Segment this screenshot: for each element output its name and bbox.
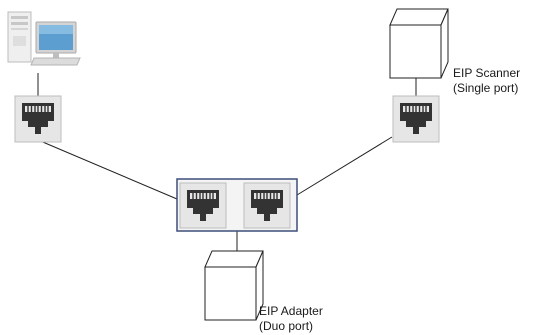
scanner-port-type: (Single port)	[453, 81, 519, 95]
scanner-name: EIP Scanner	[453, 66, 521, 80]
adapter-device-icon	[204, 250, 264, 321]
scanner-device-icon	[389, 8, 449, 79]
pc-icon	[7, 11, 81, 66]
link-scanner-port-to-duo	[296, 136, 393, 196]
duo-port-module	[176, 178, 298, 232]
link-pc-port-to-duo	[37, 139, 178, 200]
adapter-port-type: (Duo port)	[259, 319, 314, 333]
adapter-name: EIP Adapter	[259, 304, 323, 318]
ethernet-port-icon	[392, 95, 440, 143]
ethernet-port-icon	[14, 95, 62, 143]
ethernet-port-icon	[243, 182, 291, 229]
connection-lines	[37, 73, 417, 251]
ethernet-port-icon	[179, 182, 227, 229]
adapter-label: EIP Adapter (Duo port)	[259, 304, 323, 334]
scanner-label: EIP Scanner (Single port)	[453, 66, 520, 96]
